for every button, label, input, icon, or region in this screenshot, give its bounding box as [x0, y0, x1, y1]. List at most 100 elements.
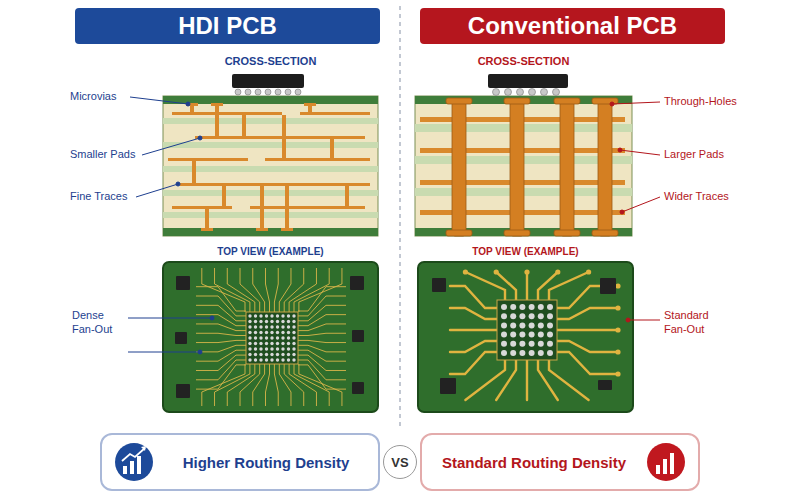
- bga-ball: [270, 336, 273, 339]
- bga-ball: [248, 342, 251, 345]
- callout-label: Larger Pads: [664, 148, 724, 162]
- fan-out-trace: [274, 364, 278, 406]
- section-heading: TOP VIEW (EXAMPLE): [163, 246, 378, 259]
- bga-ball: [248, 314, 251, 317]
- bga-ball: [547, 313, 553, 319]
- bga-ball: [538, 341, 544, 347]
- bga-ball: [259, 347, 262, 350]
- via-pad: [494, 269, 499, 274]
- bga-ball: [287, 320, 290, 323]
- fan-out-trace: [298, 324, 346, 331]
- bga-ball: [281, 342, 284, 345]
- bga-ball: [287, 314, 290, 317]
- fan-out-trace: [557, 352, 618, 374]
- bga-ball: [292, 314, 295, 317]
- bga-ball: [519, 341, 525, 347]
- bga-ball: [276, 331, 279, 334]
- fan-out-trace: [240, 364, 260, 406]
- callout-label: Fine Traces: [70, 190, 127, 204]
- bga-ball: [270, 358, 273, 361]
- bga-ball: [538, 313, 544, 319]
- bga-ball: [510, 304, 516, 310]
- bga-ball: [529, 341, 535, 347]
- bga-ball: [265, 342, 268, 345]
- bga-ball: [265, 353, 268, 356]
- bga-ball: [259, 320, 262, 323]
- bga-ball: [270, 342, 273, 345]
- fan-out-trace: [526, 272, 528, 300]
- bga-ball: [276, 353, 279, 356]
- bga-ball: [287, 353, 290, 356]
- node-text: HDI PCB: [178, 12, 277, 40]
- bga-ball: [547, 304, 553, 310]
- hdi-top-view: [163, 262, 378, 412]
- bga-ball: [281, 314, 284, 317]
- via-pad: [615, 305, 620, 310]
- fan-out-trace: [557, 308, 618, 319]
- fan-out-trace: [196, 360, 246, 380]
- bga-ball: [276, 320, 279, 323]
- bga-ball: [259, 331, 262, 334]
- bga-ball: [265, 320, 268, 323]
- bga-ball: [248, 336, 251, 339]
- node-text: VS: [391, 455, 408, 470]
- fan-out-trace: [450, 329, 497, 331]
- callout-label: Wider Traces: [664, 190, 729, 204]
- section-heading: TOP VIEW (EXAMPLE): [418, 246, 633, 259]
- fan-out-trace: [266, 268, 270, 312]
- bga-ball: [281, 353, 284, 356]
- bga-ball: [501, 304, 507, 310]
- bga-ball: [519, 313, 525, 319]
- bga-ball: [519, 332, 525, 338]
- bga-ball: [276, 325, 279, 328]
- bga-ball: [281, 331, 284, 334]
- bga-ball: [276, 314, 279, 317]
- fan-out-trace: [266, 364, 270, 406]
- callout-label: Standard Fan-Out: [664, 309, 724, 337]
- bga-ball: [501, 350, 507, 356]
- bga-ball: [254, 314, 257, 317]
- section-heading: CROSS-SECTION: [415, 55, 632, 69]
- bga-ball: [292, 320, 295, 323]
- bga-ball: [538, 332, 544, 338]
- bga-ball: [529, 350, 535, 356]
- hdi-cross-section: [163, 74, 378, 236]
- via-pad: [524, 269, 529, 274]
- bga-ball: [248, 347, 251, 350]
- divider-line: [399, 6, 400, 430]
- bga-ball: [265, 358, 268, 361]
- node-text: Standard Routing Density: [442, 454, 626, 471]
- fan-out-trace: [299, 268, 342, 312]
- bga-ball: [501, 332, 507, 338]
- title-band: Conventional PCB: [420, 8, 725, 44]
- bga-ball: [270, 314, 273, 317]
- bga-ball: [254, 353, 257, 356]
- node-text: Conventional PCB: [468, 12, 677, 40]
- via-pad: [615, 283, 620, 288]
- bga-ball: [270, 353, 273, 356]
- bga-ball: [501, 322, 507, 328]
- fan-out-trace: [298, 340, 346, 342]
- bga-ball: [292, 353, 295, 356]
- callout-label: Through-Holes: [664, 95, 737, 109]
- bga-ball: [254, 331, 257, 334]
- bga-ball: [287, 347, 290, 350]
- bga-ball: [254, 336, 257, 339]
- bga-ball: [292, 347, 295, 350]
- bga-ball: [248, 353, 251, 356]
- bga-ball: [519, 304, 525, 310]
- bga-ball: [292, 342, 295, 345]
- callout-label: Dense Fan-Out: [72, 309, 126, 337]
- callout-label: Microvias: [70, 90, 116, 104]
- density-icon: [115, 443, 153, 481]
- bga-ball: [265, 331, 268, 334]
- bga-ball: [501, 313, 507, 319]
- bga-ball: [538, 304, 544, 310]
- bga-ball: [281, 336, 284, 339]
- fan-out-trace: [450, 341, 497, 352]
- fan-out-trace: [196, 333, 246, 335]
- bga-ball: [529, 332, 535, 338]
- via-pad: [615, 371, 620, 376]
- conventional-top-view: [418, 262, 633, 412]
